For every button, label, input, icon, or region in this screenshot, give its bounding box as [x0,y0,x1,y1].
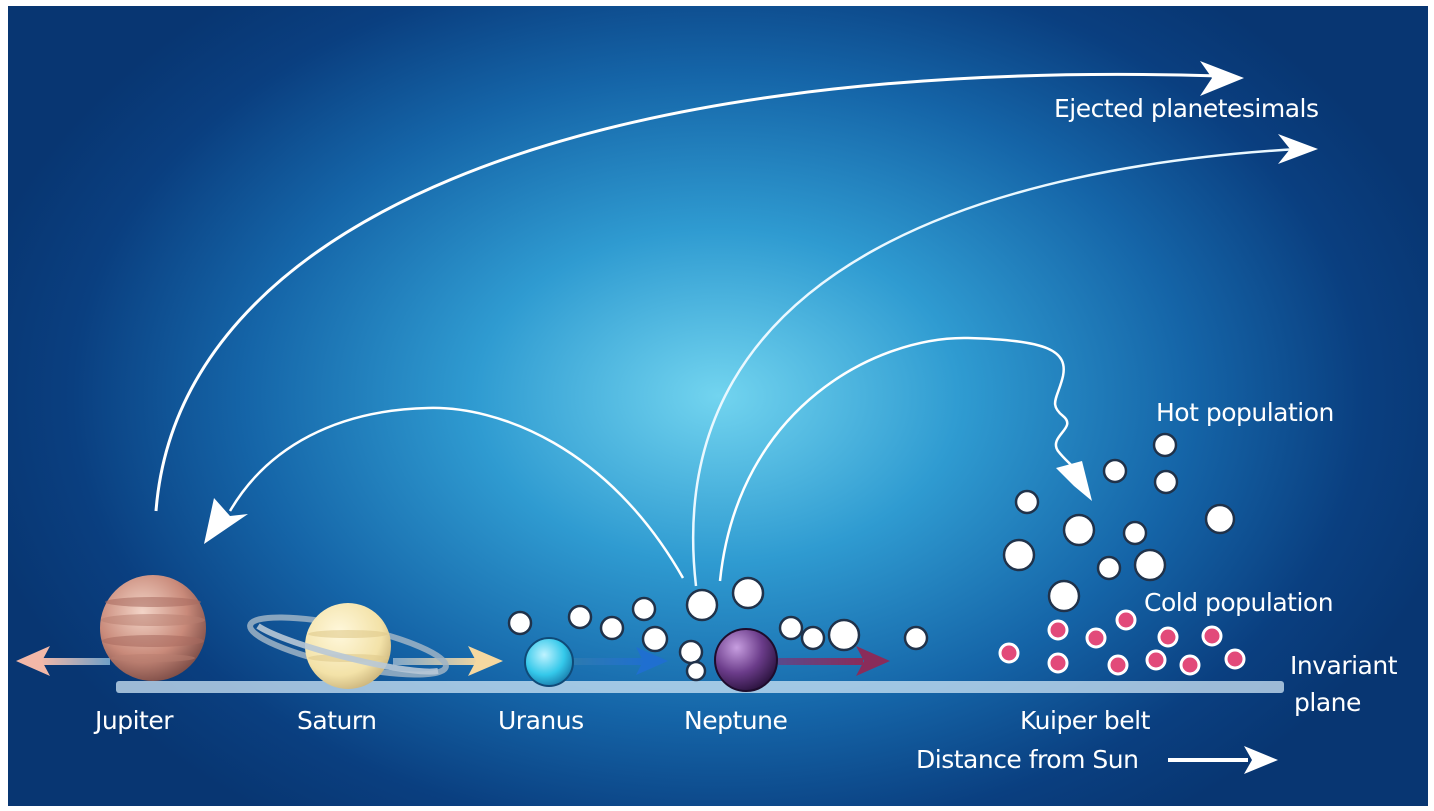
label-jupiter: Jupiter [95,706,173,735]
jupiter-migration-shaft [40,658,110,665]
label-distance-from-sun: Distance from Sun [916,745,1138,774]
neptune-planet [715,629,777,691]
label-uranus: Uranus [498,706,584,735]
uranus-migration-shaft [573,658,648,665]
diagram-canvas: Ejected planetesimals Hot population Col… [8,6,1428,806]
label-kuiper-belt: Kuiper belt [1020,706,1150,735]
label-invariant-plane-2: plane [1294,688,1361,717]
label-neptune: Neptune [684,706,787,735]
outward-arrowhead [1056,461,1092,501]
jupiter-planet [100,575,206,681]
neptune-migration-shaft [778,658,863,665]
hot-population [1004,434,1234,611]
uranus-planet [525,638,573,686]
distance-arrowhead [1244,746,1278,774]
label-invariant-plane-1: Invariant [1290,651,1397,680]
invariant-plane [116,681,1284,693]
scatter-arc-inward [230,408,683,578]
distance-arrow-shaft [1168,758,1248,762]
saturn-planet [246,603,450,689]
label-saturn: Saturn [297,706,377,735]
ejection-arc-jupiter [156,74,1220,511]
ejection-arrowhead-1 [1200,61,1244,96]
label-ejected-planetesimals: Ejected planetesimals [1054,94,1319,123]
cold-population [1000,611,1244,674]
inward-arrowhead [204,498,248,544]
label-hot-population: Hot population [1156,398,1334,427]
label-cold-population: Cold population [1144,588,1333,617]
